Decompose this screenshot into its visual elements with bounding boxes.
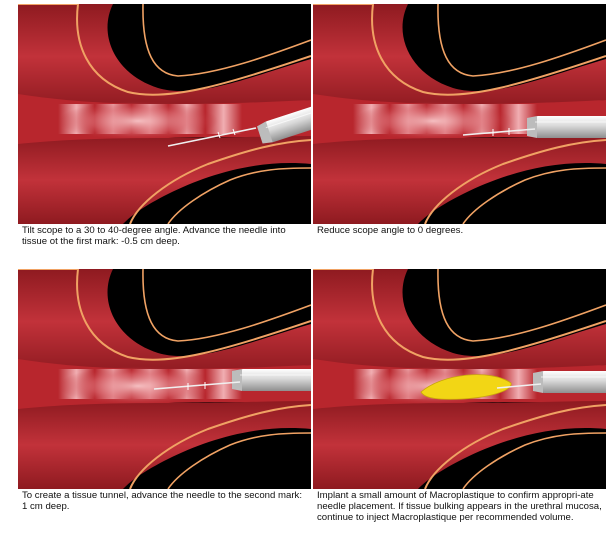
panel-step-2: Reduce scope angle to 0 degrees. (313, 4, 606, 269)
figure-grid: Tilt scope to a 30 to 40-degree angle. A… (18, 4, 606, 532)
panel-divider (311, 4, 313, 532)
illustration-step-4 (313, 269, 606, 489)
panel-step-3: To create a tissue tunnel, advance the n… (18, 269, 311, 534)
panel-step-1: Tilt scope to a 30 to 40-degree angle. A… (18, 4, 311, 269)
illustration-step-2 (313, 4, 606, 224)
caption-step-1: Tilt scope to a 30 to 40-degree angle. A… (22, 225, 307, 269)
scope-instrument (533, 371, 606, 393)
caption-step-3: To create a tissue tunnel, advance the n… (22, 490, 307, 534)
caption-step-2: Reduce scope angle to 0 degrees. (317, 225, 602, 269)
illustration-step-3 (18, 269, 311, 489)
illustration-step-1 (18, 4, 311, 224)
caption-step-4: Implant a small amount of Macroplastique… (317, 490, 602, 534)
scope-instrument (232, 369, 311, 391)
scope-instrument (527, 116, 606, 138)
panel-step-4: Implant a small amount of Macroplastique… (313, 269, 606, 534)
